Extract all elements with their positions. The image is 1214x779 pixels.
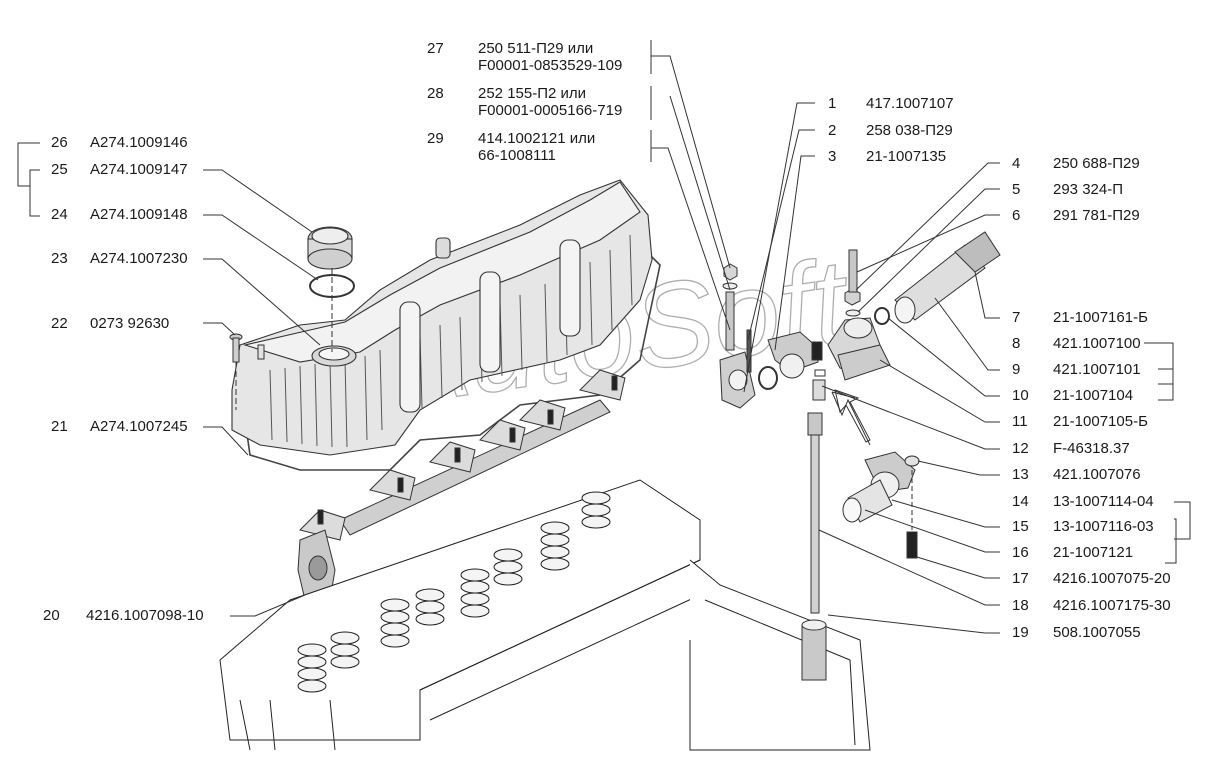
rocker-arm-exploded (719, 231, 1001, 681)
valve-cover (231, 179, 661, 471)
callout-num: 27 (427, 40, 444, 57)
callout-part: 250 511-П29 или (478, 40, 594, 57)
breather-tube (435, 237, 451, 259)
callout-part: A274.1009146 (90, 134, 188, 151)
callout-part: 21-1007105-Б (1053, 413, 1148, 430)
callout-num: 9 (1012, 361, 1021, 378)
callout-num: 25 (51, 161, 68, 178)
callout-num: 23 (51, 250, 68, 267)
callout-num: 1 (828, 95, 837, 112)
callout-num: 4 (1012, 155, 1021, 172)
callout-num: 18 (1012, 597, 1029, 614)
callout-num: 15 (1012, 518, 1029, 535)
callout-part: 21-1007121 (1053, 544, 1134, 561)
callout-part: 4216.1007175-30 (1053, 597, 1171, 614)
callout-part: 4216.1007098-10 (86, 607, 204, 624)
callout-part: 414.1002121 или (478, 130, 596, 147)
callout-num: 20 (43, 607, 60, 624)
callout-num: 28 (427, 85, 444, 102)
callout-num: 12 (1012, 440, 1029, 457)
callout-num: 11 (1012, 413, 1028, 430)
callout-num: 7 (1012, 309, 1021, 326)
callout-part: 21-1007135 (866, 148, 947, 165)
cylinder-head (219, 479, 871, 751)
callout-num: 10 (1012, 387, 1029, 404)
callout-part: A274.1009148 (90, 206, 188, 223)
callout-num: 16 (1012, 544, 1029, 561)
callout-part: 4216.1007075-20 (1053, 570, 1171, 587)
callout-num: 2 (828, 122, 837, 139)
callout-part: 250 688-П29 (1053, 155, 1140, 172)
callout-part: 421.1007076 (1053, 466, 1141, 483)
engine-block (689, 559, 871, 751)
cover-boss (479, 271, 501, 373)
cover-boss (559, 239, 581, 337)
callout-part: A274.1009147 (90, 161, 188, 178)
callout-part: F-46318.37 (1053, 440, 1130, 457)
callout-part: 66-1008111 (478, 147, 556, 164)
direction-arrow (834, 389, 871, 443)
callout-num: 19 (1012, 624, 1029, 641)
adjuster-screws (317, 375, 618, 525)
rocker-arms (299, 369, 626, 541)
callout-part: 0273 92630 (90, 315, 170, 332)
callout-part: 13-1007116-03 (1053, 518, 1154, 535)
callout-part: 291 781-П29 (1053, 207, 1140, 224)
callout-num: 17 (1012, 570, 1029, 587)
callout-part: A274.1007230 (90, 250, 188, 267)
callout-part: F00001-0853529-109 (478, 57, 623, 74)
callout-part: 417.1007107 (866, 95, 954, 112)
cover-boss (399, 301, 421, 413)
callout-part: 508.1007055 (1053, 624, 1141, 641)
valve-cover-top (242, 181, 641, 363)
callout-part: 252 155-П2 или (478, 85, 587, 102)
callout-num: 22 (51, 315, 68, 332)
valve-springs (297, 491, 611, 693)
callout-part: 13-1007114-04 (1053, 493, 1154, 510)
callout-num: 13 (1012, 466, 1029, 483)
callout-num: 3 (828, 148, 837, 165)
callout-part: A274.1007245 (90, 418, 188, 435)
callout-part: 421.1007101 (1053, 361, 1141, 378)
callout-num: 29 (427, 130, 444, 147)
callout-part: 21-1007104 (1053, 387, 1134, 404)
rocker-shaft-assembly (297, 369, 626, 601)
callout-part: 421.1007100 (1053, 335, 1141, 352)
callout-num: 5 (1012, 181, 1021, 198)
callout-num: 21 (51, 418, 68, 435)
callout-num: 26 (51, 134, 68, 151)
callout-num: 14 (1012, 493, 1029, 510)
callout-num: 8 (1012, 335, 1021, 352)
callout-part: 21-1007161-Б (1053, 309, 1148, 326)
callout-num: 24 (51, 206, 68, 223)
leader-lines (17, 40, 1191, 634)
cover-bolt (229, 333, 265, 410)
callout-num: 6 (1012, 207, 1021, 224)
callout-part: F00001-0005166-719 (478, 102, 623, 119)
callout-part: 258 038-П29 (866, 122, 953, 139)
callout-part: 293 324-П (1053, 181, 1123, 198)
oil-filler-cap (307, 226, 353, 270)
